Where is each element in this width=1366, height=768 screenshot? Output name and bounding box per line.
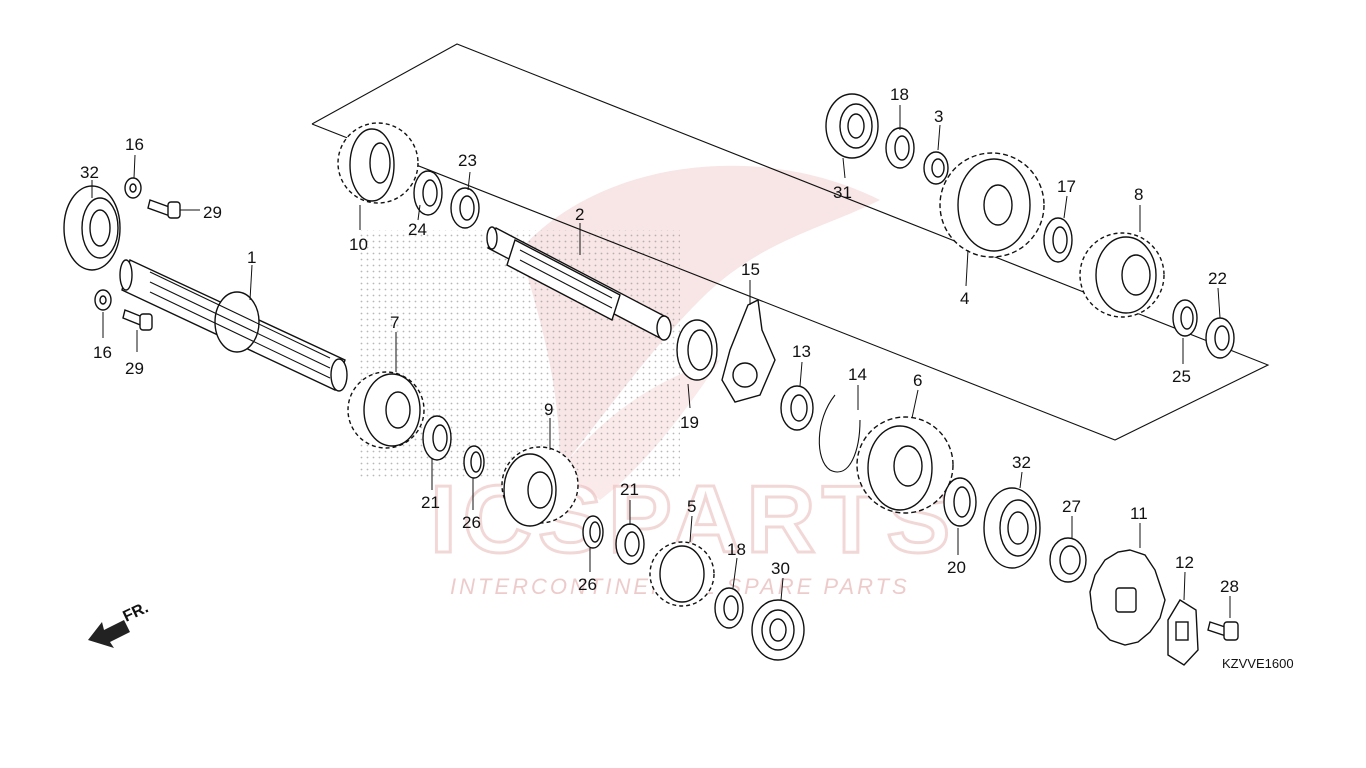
gear-part-5: [649, 541, 715, 607]
callout-29-bottom: 29: [125, 359, 144, 378]
callout-5: 5: [687, 497, 696, 516]
callout-30: 30: [771, 559, 790, 578]
callout-27: 27: [1062, 497, 1081, 516]
callout-26-upper: 26: [462, 513, 481, 532]
callout-1: 1: [247, 248, 256, 267]
plate-part-15: [721, 298, 776, 403]
callout-13: 13: [792, 342, 811, 361]
assembly-outline: [311, 43, 1270, 441]
bearing-part-32-right: [983, 487, 1041, 569]
bearing-part-32-left: [63, 185, 121, 271]
callout-17: 17: [1057, 177, 1076, 196]
callout-11: 11: [1130, 504, 1148, 523]
callout-4: 4: [960, 289, 969, 308]
washer-part-24: [413, 170, 443, 216]
direction-label: FR.: [121, 599, 152, 625]
callout-28: 28: [1220, 577, 1239, 596]
circlip-part-26-lower: [582, 515, 604, 549]
callout-15: 15: [741, 260, 760, 279]
washer-part-16-bottom: [94, 289, 112, 311]
washer-part-22: [1205, 317, 1235, 359]
washer-part-20: [943, 477, 977, 527]
callout-18-upper: 18: [890, 85, 909, 104]
washer-part-18-lower: [714, 587, 744, 629]
callout-26-lower: 26: [578, 575, 597, 594]
gear-part-10: [337, 122, 419, 204]
callout-6: 6: [913, 371, 922, 390]
gear-part-9: [501, 446, 579, 527]
circlip-part-25: [1172, 299, 1198, 337]
callout-29-top: 29: [203, 203, 222, 222]
washer-part-18-upper: [885, 127, 915, 169]
bearing-part-31: [825, 93, 879, 159]
washer-part-16-top: [124, 177, 142, 199]
washer-part-17: [1043, 217, 1073, 263]
bearing-part-30: [751, 599, 805, 661]
seal-part-19: [676, 319, 718, 381]
callout-3: 3: [934, 107, 943, 126]
diagram-code: KZVVE1600: [1222, 656, 1294, 671]
callout-21-upper: 21: [421, 493, 440, 512]
front-direction-arrow: FR.: [88, 599, 151, 648]
callout-16-top: 16: [125, 135, 144, 154]
sprocket-part-11: [1089, 549, 1166, 646]
callout-16-bottom: 16: [93, 343, 112, 362]
callout-32-right: 32: [1012, 453, 1031, 472]
washer-part-21-lower: [615, 523, 645, 565]
callout-9: 9: [544, 400, 553, 419]
callout-21-lower: 21: [620, 480, 639, 499]
leader-lines: [91, 105, 1231, 618]
gear-part-6: [856, 416, 954, 514]
countershaft-part-2: [486, 226, 672, 341]
washer-part-21-upper: [422, 415, 452, 461]
washer-part-23: [450, 187, 480, 229]
mainshaft-part-1: [119, 259, 348, 392]
bolt-part-29-top: [147, 199, 181, 219]
plate-part-12: [1167, 599, 1199, 666]
bushing-part-3: [923, 151, 949, 185]
callout-18-lower: 18: [727, 540, 746, 559]
callout-32-left: 32: [80, 163, 99, 182]
spring-part-14: [818, 394, 861, 473]
callout-31: 31: [833, 183, 852, 202]
callout-25: 25: [1172, 367, 1191, 386]
callout-24: 24: [408, 220, 427, 239]
callout-14: 14: [848, 365, 867, 384]
gear-part-7: [347, 371, 425, 449]
callout-19: 19: [680, 413, 699, 432]
callout-23: 23: [458, 151, 477, 170]
circlip-part-26-upper: [463, 445, 485, 479]
callout-7: 7: [390, 313, 399, 332]
callout-8: 8: [1134, 185, 1143, 204]
bolt-part-28: [1207, 621, 1239, 641]
callout-10: 10: [349, 235, 368, 254]
washer-part-13: [780, 385, 814, 431]
bolt-part-29-bottom: [122, 309, 153, 331]
bushing-part-27: [1049, 537, 1087, 583]
callout-20: 20: [947, 558, 966, 577]
callout-22: 22: [1208, 269, 1227, 288]
callout-labels: 32 16 29 1 16 29 10 24 23 2 7 21 26 9 21…: [80, 85, 1239, 596]
callout-2: 2: [575, 205, 584, 224]
gear-part-8: [1079, 232, 1165, 318]
callout-12: 12: [1175, 553, 1194, 572]
gear-part-4: [939, 152, 1045, 258]
